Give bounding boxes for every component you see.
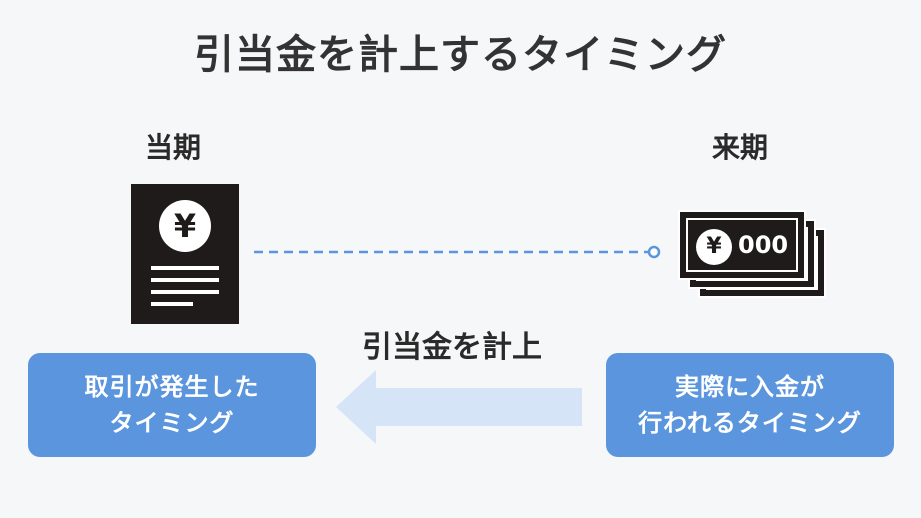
next-period-label: 来期: [712, 131, 769, 164]
diagram-title: 引当金を計上するタイミング: [194, 32, 727, 78]
doc-line: [151, 290, 219, 294]
box-line: 取引が発生した: [84, 373, 260, 401]
current-period-label: 当期: [145, 131, 202, 164]
box-line: タイミング: [109, 409, 235, 437]
document-yen-icon: ¥: [131, 184, 239, 324]
accrue-label: 引当金を計上: [362, 330, 542, 365]
box-line: 実際に入金が: [675, 373, 825, 401]
transaction-timing-box: 取引が発生した タイミング: [28, 353, 316, 457]
left-arrow-icon: [336, 370, 582, 444]
yen-coin: ¥: [696, 229, 732, 265]
dashed-connector: [254, 245, 661, 259]
doc-line: [151, 266, 219, 270]
yen-coin: ¥: [159, 200, 211, 252]
box-line: 行われるタイミング: [638, 409, 862, 437]
banknote-front: ¥ 000: [678, 210, 806, 280]
doc-line: [151, 302, 193, 306]
payment-timing-box: 実際に入金が 行われるタイミング: [606, 353, 894, 457]
banknote-amount: 000: [738, 231, 789, 259]
banknotes-icon: ¥ 000: [678, 210, 828, 300]
doc-line: [151, 278, 219, 282]
